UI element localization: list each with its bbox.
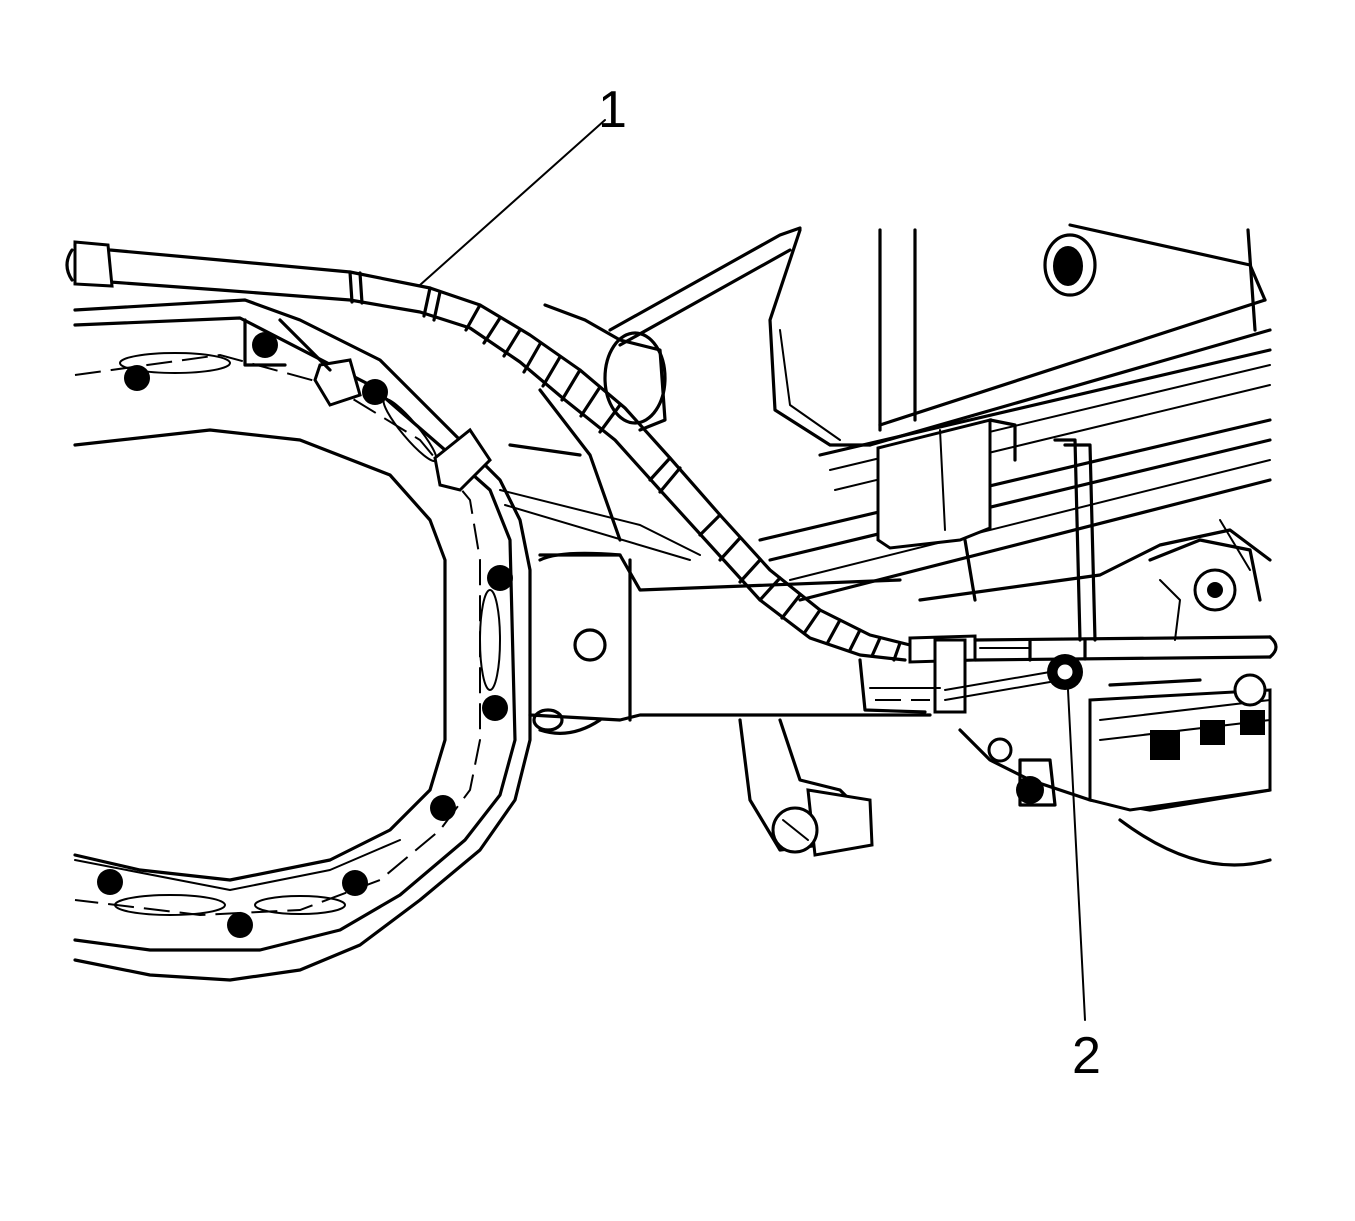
spring-bracket-icon <box>876 418 1097 642</box>
axle-housing-icon <box>73 298 932 982</box>
leader-line-2 <box>1067 689 1086 1021</box>
wheel-end-icon <box>918 519 1272 867</box>
control-arm-icon <box>738 718 874 857</box>
callout-1-label: 1 <box>598 81 627 139</box>
brake-cable-icon <box>65 240 1278 714</box>
leader-line-1 <box>419 119 606 286</box>
bolt-icon <box>944 654 1083 701</box>
callout-2-label: 2 <box>1072 1027 1101 1085</box>
